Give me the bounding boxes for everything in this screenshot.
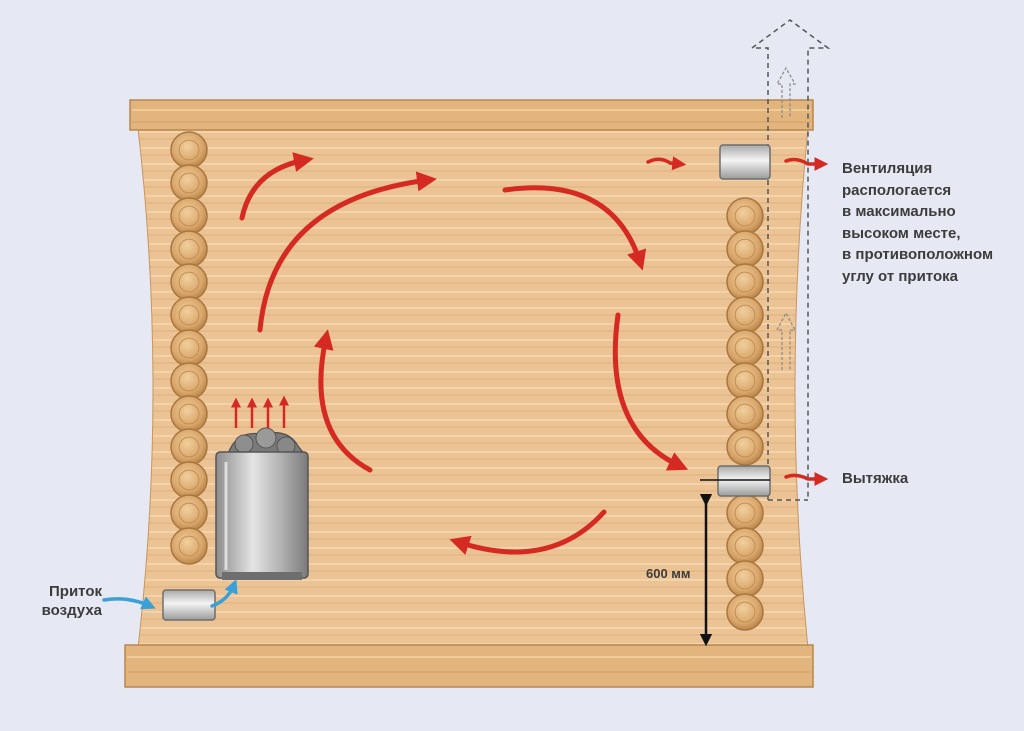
log-ring (178, 172, 200, 194)
intake-label: Приток воздуха (41, 583, 102, 619)
log-end (170, 131, 208, 169)
outgoing-air-arrow (784, 472, 829, 486)
height-label: 600 мм (646, 566, 691, 581)
circulation-arrows (239, 152, 829, 555)
log-end (170, 395, 208, 433)
circulation-arrow (449, 509, 607, 555)
log-end (726, 593, 764, 631)
log-end (170, 164, 208, 202)
circulation-arrow (313, 329, 373, 473)
log-ring (734, 535, 756, 557)
ventilation-note: Вентиляция распологается в максимально в… (842, 160, 994, 285)
log-ring (734, 436, 756, 458)
log-ring (734, 271, 756, 293)
log-ring (178, 205, 200, 227)
log-end (170, 527, 208, 565)
log-ring (178, 370, 200, 392)
log-end (726, 263, 764, 301)
right-log-column (726, 197, 764, 631)
log-end (170, 296, 208, 334)
log-end (726, 428, 764, 466)
log-ring (178, 139, 200, 161)
log-end (170, 230, 208, 268)
log-ring (734, 601, 756, 623)
log-end (170, 428, 208, 466)
log-end (726, 197, 764, 235)
log-end (170, 494, 208, 532)
ceiling-beam (129, 99, 814, 131)
vent-pipe-icon (719, 144, 771, 180)
exhaust-label: Вытяжка (842, 470, 909, 487)
log-ring (734, 304, 756, 326)
sauna-stove-icon (215, 427, 309, 580)
log-end (726, 230, 764, 268)
vent-pipe-icon (162, 589, 216, 621)
log-ring (178, 436, 200, 458)
floor-beam (124, 644, 814, 688)
log-ring (178, 502, 200, 524)
log-ring (734, 403, 756, 425)
log-ring (178, 469, 200, 491)
log-end (726, 560, 764, 598)
log-ring (178, 271, 200, 293)
log-ring (734, 502, 756, 524)
incoming-air-arrow (646, 156, 687, 171)
intake-arrows (102, 579, 238, 610)
log-end (726, 527, 764, 565)
log-ring (734, 370, 756, 392)
heat-arrows (231, 395, 289, 428)
log-end (170, 362, 208, 400)
log-ring (734, 205, 756, 227)
circulation-arrow (502, 185, 647, 271)
outgoing-air-arrow (784, 157, 829, 171)
log-end (170, 461, 208, 499)
log-ring (734, 238, 756, 260)
log-ring (734, 568, 756, 590)
log-ring (734, 337, 756, 359)
vent-pipe-icon (717, 465, 771, 497)
circulation-arrow (612, 312, 689, 471)
log-end (726, 395, 764, 433)
duct-flow-arrows (775, 66, 797, 370)
log-end (726, 362, 764, 400)
log-ring (178, 304, 200, 326)
circulation-arrow (239, 152, 314, 221)
log-ring (178, 238, 200, 260)
log-end (170, 197, 208, 235)
log-end (726, 494, 764, 532)
log-end (170, 329, 208, 367)
circulation-arrow (257, 171, 437, 333)
log-end (726, 329, 764, 367)
dashed-duct-icon (749, 19, 831, 501)
log-end (170, 263, 208, 301)
log-ring (178, 403, 200, 425)
log-ring (178, 337, 200, 359)
log-ring (178, 535, 200, 557)
log-end (726, 296, 764, 334)
dimension-line (699, 479, 770, 647)
left-log-column (170, 131, 208, 565)
